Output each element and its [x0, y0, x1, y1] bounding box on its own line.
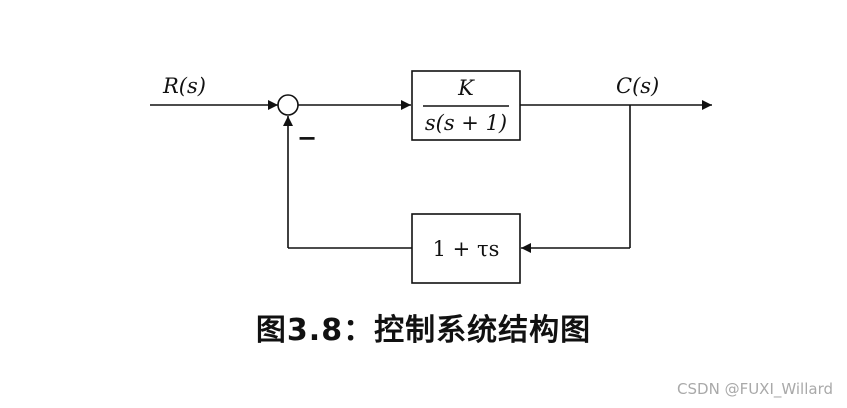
forward-block-denominator: s(s + 1) — [425, 111, 507, 135]
input-label: R(s) — [162, 74, 206, 98]
summing-junction — [277, 94, 299, 116]
feedback-block-label: 1 + τs — [433, 237, 500, 261]
figure-caption: 图3.8：控制系统结构图 — [255, 313, 592, 348]
watermark: CSDN @FUXI_Willard — [677, 380, 833, 398]
output-label: C(s) — [616, 74, 659, 98]
forward-block-numerator: K — [457, 76, 475, 100]
minus-sign: − — [297, 123, 317, 152]
